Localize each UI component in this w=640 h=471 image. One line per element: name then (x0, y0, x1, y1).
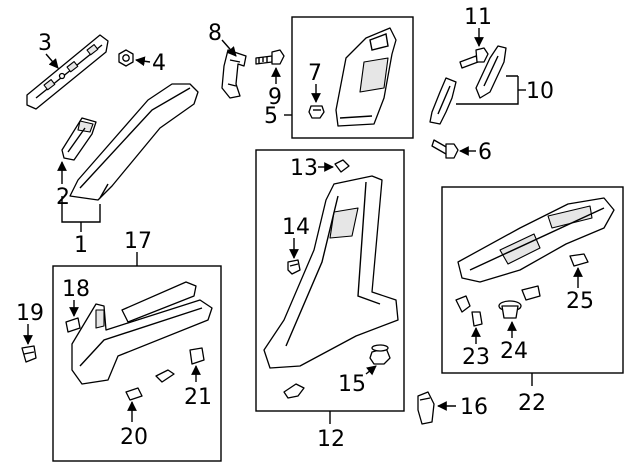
callout-2: 2 (56, 185, 70, 210)
part-17-kick-panel[interactable] (71, 281, 213, 385)
callout-5: 5 (264, 104, 278, 129)
callout-11: 11 (464, 5, 492, 30)
part-15-push-clip[interactable] (369, 344, 391, 365)
part-12-small-clip[interactable] (283, 383, 305, 399)
callout-25: 25 (566, 289, 594, 314)
part-5-upper-trim[interactable] (335, 27, 397, 127)
callout-21: 21 (184, 385, 212, 410)
part-3-bracket[interactable] (26, 34, 109, 110)
part-14-clip[interactable] (287, 259, 301, 275)
callout-7: 7 (308, 61, 322, 86)
part-11-screw[interactable] (459, 47, 489, 69)
callout-15: 15 (338, 372, 366, 397)
part-17-small-clip[interactable] (155, 369, 175, 383)
part-2-clip[interactable] (61, 117, 97, 161)
callout-10: 10 (526, 79, 554, 104)
part-10-grab-handle[interactable] (429, 45, 507, 125)
leader-lines (23, 28, 583, 424)
callout-19: 19 (16, 301, 44, 326)
callout-13: 13 (290, 156, 318, 181)
part-13-clip[interactable] (334, 159, 350, 173)
callout-16: 16 (460, 395, 488, 420)
part-6-bolt[interactable] (431, 139, 459, 159)
callout-9: 9 (268, 85, 282, 110)
part-18-clip[interactable] (65, 317, 81, 333)
part-24-push-fastener[interactable] (498, 285, 541, 319)
callout-18: 18 (62, 277, 90, 302)
callout-6: 6 (478, 140, 492, 165)
callout-1: 1 (74, 233, 88, 258)
part-23-clip[interactable] (455, 295, 483, 327)
callout-22: 22 (518, 391, 546, 416)
callout-3: 3 (38, 31, 52, 56)
part-21-clip[interactable] (189, 347, 205, 365)
part-16-bracket[interactable] (417, 391, 435, 425)
part-19-clip[interactable] (21, 345, 37, 363)
part-4-nut[interactable] (118, 49, 134, 67)
callout-23: 23 (462, 345, 490, 370)
part-22-sill-trim[interactable] (457, 197, 615, 283)
callout-12: 12 (317, 427, 345, 452)
callout-14: 14 (282, 215, 310, 240)
part-12-lower-trim[interactable] (263, 175, 399, 369)
part-9-bolt[interactable] (255, 49, 285, 65)
callout-4: 4 (152, 51, 166, 76)
part-1-pillar-trim[interactable] (69, 83, 199, 201)
part-25-clip[interactable] (569, 253, 589, 267)
callout-8: 8 (208, 21, 222, 46)
callout-17: 17 (124, 229, 152, 254)
part-8-bracket[interactable] (221, 49, 247, 99)
part-20-clip[interactable] (125, 387, 143, 401)
part-7-clip[interactable] (308, 105, 325, 119)
group-box-5 (291, 16, 414, 139)
callout-24: 24 (500, 339, 528, 364)
callout-20: 20 (120, 425, 148, 450)
